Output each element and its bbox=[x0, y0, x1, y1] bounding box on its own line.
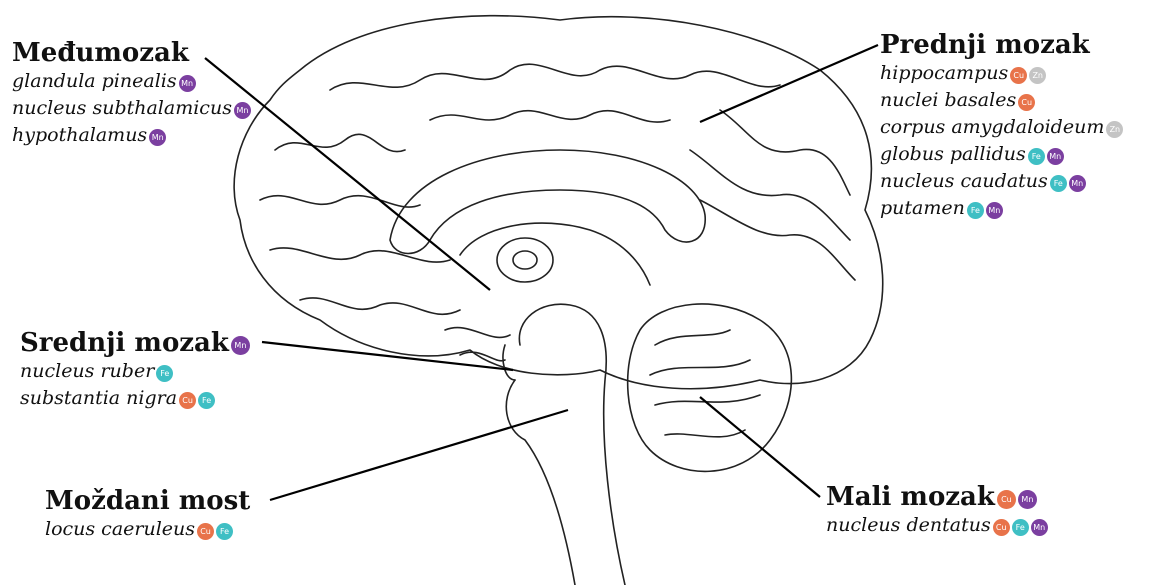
pointer-prednji bbox=[700, 45, 878, 122]
element-badge-mn: Mn bbox=[234, 102, 251, 119]
element-badge-mn: Mn bbox=[986, 202, 1003, 219]
element-badge-mn: Mn bbox=[1031, 519, 1048, 536]
element-badge-mn: Mn bbox=[1018, 490, 1037, 509]
element-badge-fe: Fe bbox=[967, 202, 984, 219]
element-badge-cu: Cu bbox=[993, 519, 1010, 536]
region-title: Prednji mozak bbox=[880, 30, 1123, 60]
region-title: Moždani most bbox=[45, 486, 250, 516]
pointer-srednji bbox=[262, 342, 513, 370]
element-badge-mn: Mn bbox=[179, 75, 196, 92]
pointer-most bbox=[270, 410, 568, 500]
element-badge-fe: Fe bbox=[156, 365, 173, 382]
element-badge-cu: Cu bbox=[997, 490, 1016, 509]
element-badge-mn: Mn bbox=[231, 336, 250, 355]
element-badge-zn: Zn bbox=[1106, 121, 1123, 138]
element-badge-mn: Mn bbox=[1069, 175, 1086, 192]
element-badge-fe: Fe bbox=[1012, 519, 1029, 536]
element-badge-zn: Zn bbox=[1029, 67, 1046, 84]
pointer-mali bbox=[700, 397, 820, 497]
element-badge-cu: Cu bbox=[1018, 94, 1035, 111]
corpus-callosum bbox=[390, 150, 705, 254]
brainstem bbox=[519, 304, 625, 585]
element-badge-fe: Fe bbox=[1028, 148, 1045, 165]
element-badge-fe: Fe bbox=[1050, 175, 1067, 192]
region-title: Međumozak bbox=[12, 38, 251, 68]
element-badge-cu: Cu bbox=[197, 523, 214, 540]
element-badge-cu: Cu bbox=[179, 392, 196, 409]
element-badge-mn: Mn bbox=[1047, 148, 1064, 165]
element-badge-mn: Mn bbox=[149, 129, 166, 146]
element-badge-cu: Cu bbox=[1010, 67, 1027, 84]
element-badge-fe: Fe bbox=[216, 523, 233, 540]
thalamus bbox=[497, 238, 553, 282]
element-badge-fe: Fe bbox=[198, 392, 215, 409]
